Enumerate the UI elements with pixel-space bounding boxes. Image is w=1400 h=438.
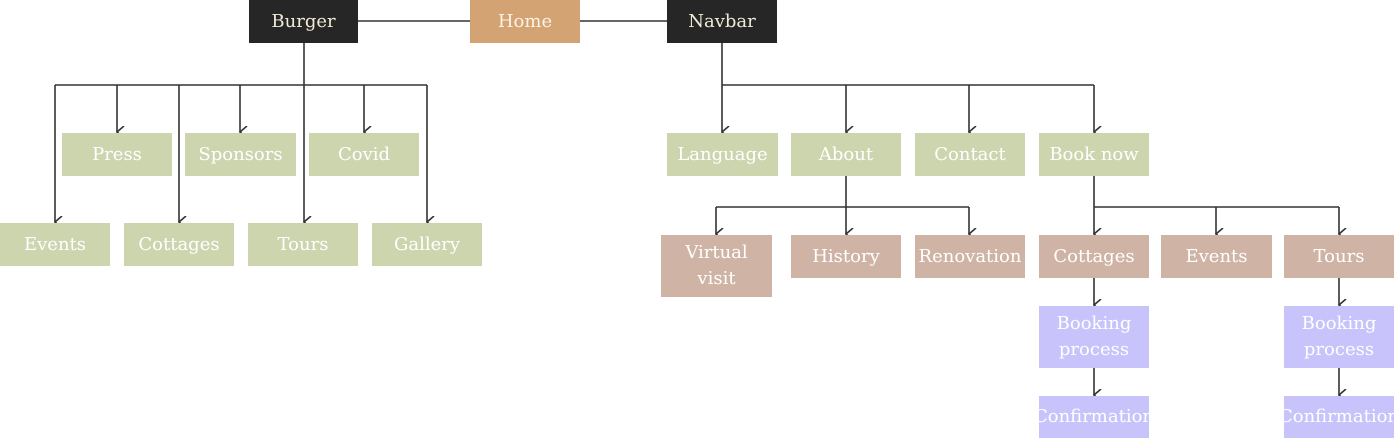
burger-node: Burger [249,0,358,43]
burger-tours-node: Tours [248,223,358,266]
home-node: Home [470,0,580,43]
tours-booking-process-node: Booking process [1284,306,1394,368]
sponsors-node: Sponsors [185,133,296,176]
burger-events-node: Events [0,223,110,266]
renovation-node: Renovation [915,235,1025,278]
gallery-node: Gallery [372,223,482,266]
about-node: About [791,133,901,176]
covid-node: Covid [309,133,419,176]
navbar-node: Navbar [667,0,777,43]
tours-confirmation-node: Confirmation [1279,396,1399,438]
book-tours-node: Tours [1284,235,1394,278]
press-node: Press [62,133,172,176]
book-cottages-node: Cottages [1039,235,1149,278]
burger-cottages-node: Cottages [124,223,234,266]
history-node: History [791,235,901,278]
book-events-node: Events [1161,235,1272,278]
virtual-visit-node: Virtual visit [661,235,772,297]
cottages-confirmation-node: Confirmation [1034,396,1154,438]
cottages-booking-process-node: Booking process [1039,306,1149,368]
contact-node: Contact [915,133,1025,176]
language-node: Language [667,133,778,176]
book-now-node: Book now [1039,133,1149,176]
